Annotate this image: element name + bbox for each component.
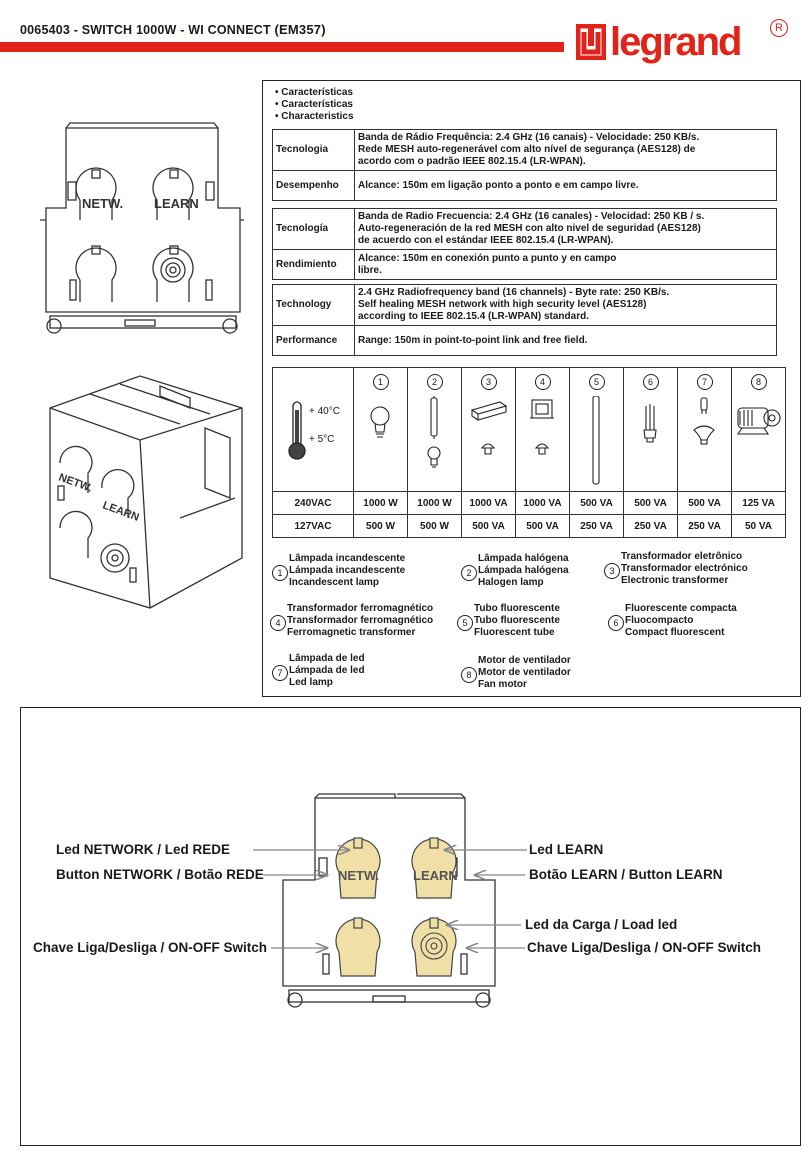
label-performance: Performance bbox=[272, 325, 355, 356]
heading-es: • Características bbox=[275, 99, 353, 110]
product-title: 0065403 - SWITCH 1000W - WI CONNECT bbox=[20, 23, 271, 37]
learn-label: LEARN bbox=[154, 196, 199, 211]
callout-onoff-right: Chave Liga/Desliga / ON-OFF Switch bbox=[527, 940, 762, 955]
device-isometric-view: NETW. LEARN bbox=[49, 375, 243, 609]
load-col-8: 8 bbox=[731, 367, 786, 492]
callout-arrows bbox=[253, 708, 527, 1147]
callout-load-led: Led da Carga / Load led bbox=[525, 917, 678, 932]
heading-pt: • Características bbox=[275, 87, 353, 98]
text-performance: Range: 150m in point-to-point link and f… bbox=[354, 325, 777, 356]
learn-label-iso: LEARN bbox=[101, 500, 141, 524]
spec-table-en: Technology 2.4 GHz Radiofrequency band (… bbox=[272, 284, 777, 356]
callout-onoff-left: Chave Liga/Desliga / ON-OFF Switch bbox=[33, 940, 268, 955]
spec-table-es: Tecnología Banda de Radio Frecuencia: 2.… bbox=[272, 208, 777, 280]
callout-button-network: Button NETWORK / Botão REDE bbox=[56, 867, 264, 882]
specifications-panel: • Características • Características • Ch… bbox=[262, 80, 801, 697]
load-col-7: 7 bbox=[677, 367, 732, 492]
incandescent-bulb-icon bbox=[370, 406, 390, 438]
load-col-3: 3 bbox=[461, 367, 516, 492]
compact-fluorescent-icon bbox=[643, 404, 657, 443]
callout-led-learn: Led LEARN bbox=[529, 842, 604, 857]
netw-label: NETW. bbox=[82, 196, 123, 211]
load-col-5: 5 bbox=[569, 367, 624, 492]
registered-mark: R bbox=[770, 19, 788, 37]
text-technology: 2.4 GHz Radiofrequency band (16 channels… bbox=[354, 284, 777, 326]
label-tecnologia: Tecnologia bbox=[272, 129, 355, 171]
led-lamp-icon bbox=[693, 397, 715, 445]
text-desempenho: Alcance: 150m em ligação ponto a ponto e… bbox=[354, 170, 777, 201]
load-col-6: 6 bbox=[623, 367, 678, 492]
electronic-transformer-icon bbox=[470, 401, 508, 455]
legrand-mark-icon bbox=[576, 24, 606, 60]
load-col-2: 2 bbox=[407, 367, 462, 492]
document-title: 0065403 - SWITCH 1000W - WI CONNECT (EM3… bbox=[20, 22, 326, 37]
temperature-cell: + 40°C + 5°C bbox=[272, 367, 354, 492]
label-240vac: 240VAC bbox=[272, 491, 354, 515]
device-front-view: NETW. LEARN bbox=[40, 122, 244, 334]
load-table: + 40°C + 5°C 1 2 3 4 5 6 7 8 240VAC 1000… bbox=[272, 367, 786, 538]
thermometer-icon bbox=[288, 401, 306, 460]
label-tecnologia-es: Tecnología bbox=[272, 208, 355, 250]
characteristics-heading: • Características • Características • Ch… bbox=[275, 87, 354, 123]
label-rendimiento: Rendimiento bbox=[272, 249, 355, 280]
brand-wordmark: legrand bbox=[610, 20, 742, 64]
text-tecnologia-es: Banda de Radio Frecuencia: 2.4 GHz (16 c… bbox=[354, 208, 777, 250]
legrand-logo: legrand R bbox=[570, 16, 792, 66]
controls-panel: NETW. LEARN Led NETWORK / Led REDE Butto… bbox=[20, 707, 801, 1146]
callout-button-learn: Botão LEARN / Button LEARN bbox=[529, 867, 723, 882]
learn-button-label: LEARN bbox=[413, 868, 458, 883]
label-technology: Technology bbox=[272, 284, 355, 326]
callout-led-network: Led NETWORK / Led REDE bbox=[56, 842, 231, 857]
load-col-1: 1 bbox=[353, 367, 408, 492]
model-code: (EM357) bbox=[274, 22, 326, 37]
netw-button-label: NETW. bbox=[338, 868, 379, 883]
fluorescent-tube-icon bbox=[592, 396, 600, 485]
text-tecnologia-pt: Banda de Rádio Frequência: 2.4 GHz (16 c… bbox=[354, 129, 777, 171]
fan-motor-icon bbox=[736, 407, 781, 435]
spec-table-pt: Tecnologia Banda de Rádio Frequência: 2.… bbox=[272, 129, 777, 201]
load-col-4: 4 bbox=[515, 367, 570, 492]
heading-en: • Characteristics bbox=[275, 111, 354, 122]
ferromagnetic-transformer-icon bbox=[530, 399, 554, 455]
temp-low: + 5°C bbox=[309, 434, 335, 445]
text-rendimiento: Alcance: 150m en conexión punto a punto … bbox=[354, 249, 777, 280]
label-desempenho: Desempenho bbox=[272, 170, 355, 201]
label-127vac: 127VAC bbox=[272, 514, 354, 538]
halogen-lamp-icon bbox=[427, 396, 441, 468]
temp-high: + 40°C bbox=[309, 406, 340, 417]
header-red-bar bbox=[0, 42, 564, 52]
